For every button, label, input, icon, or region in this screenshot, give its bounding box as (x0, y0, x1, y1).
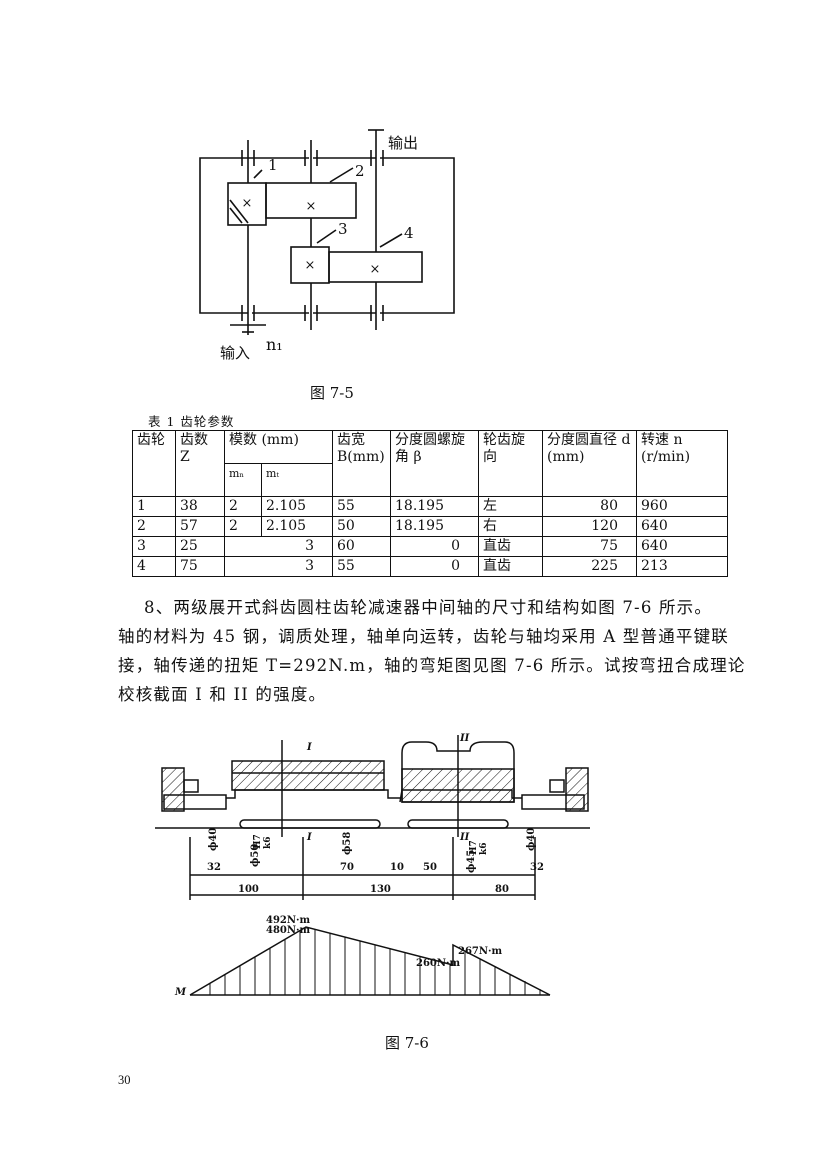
header-diameter: 分度圆直径 d (mm) (542, 430, 637, 497)
figure-7-6-diagram: I I II II ϕ40 ϕ50 H7 k6 ϕ58 ϕ45 H7 k6 ϕ4… (155, 733, 590, 998)
fit-k6-right: k6 (479, 843, 489, 856)
dim-phi58: ϕ58 (342, 832, 353, 855)
header-hand: 轮齿旋向 (478, 430, 543, 497)
page-number: 30 (118, 1073, 131, 1087)
svg-text:×: × (370, 262, 381, 277)
input-label: 输入 (220, 344, 250, 362)
header-speed: 转速 n (r/min) (636, 430, 728, 497)
svg-text:×: × (242, 196, 253, 211)
figure-7-6-caption: 图 7-6 (385, 1034, 429, 1052)
section-I-bottom: I (306, 832, 312, 843)
header-mt: mₜ (261, 463, 333, 497)
fit-k6-left: k6 (263, 837, 273, 850)
moment-480: 480N·m (266, 925, 310, 936)
dim-32-left: 32 (207, 862, 221, 873)
header-module: 模数 (mm) (224, 430, 333, 464)
gear-label-2: 2 (355, 162, 365, 180)
section-II-top: II (459, 733, 470, 744)
gear-label-3: 3 (338, 220, 348, 238)
dim-32-right: 32 (530, 862, 544, 873)
svg-text:×: × (305, 258, 316, 273)
moment-267: 267N·m (458, 946, 502, 957)
moment-492: 492N·m (266, 915, 310, 926)
svg-text:×: × (306, 199, 317, 214)
table-row: 4 75 3 55 0 直齿 225 213 (132, 556, 728, 577)
header-teeth: 齿数 Z (175, 430, 225, 497)
table-row: 3 25 3 60 0 直齿 75 640 (132, 536, 728, 557)
table-row: 1 38 2 2.105 55 18.195 左 80 960 (132, 496, 728, 517)
dim-70: 70 (340, 862, 354, 873)
gear-parameter-table: 齿轮 齿数 Z 模数 (mm) 齿宽 B(mm) 分度圆螺旋角 β 轮齿旋向 分… (132, 430, 728, 577)
fit-h7-left: H7 (253, 834, 263, 849)
section-II-bottom: II (459, 832, 470, 843)
moment-260: 260N·m (416, 958, 460, 969)
header-width: 齿宽 B(mm) (332, 430, 391, 497)
table-row: 2 57 2 2.105 50 18.195 右 120 640 (132, 516, 728, 537)
moment-axis-label: M (174, 987, 187, 998)
dim-phi40-right: ϕ40 (526, 828, 537, 851)
problem-line-1: 8、两级展开式斜齿圆柱齿轮减速器中间轴的尺寸和结构如图 7-6 所示。 (144, 598, 713, 617)
output-label: 输出 (388, 134, 418, 152)
figure-7-5-caption: 图 7-5 (310, 384, 354, 402)
header-mn: mₙ (224, 463, 262, 497)
dim-50: 50 (423, 862, 437, 873)
problem-line-2: 轴的材料为 45 钢，调质处理，轴单向运转，齿轮与轴均采用 A 型普通平键联 (118, 627, 729, 646)
dim-phi45: ϕ45 (466, 850, 477, 873)
header-gear: 齿轮 (132, 430, 176, 497)
section-I-top: I (306, 742, 312, 753)
gear-label-4: 4 (404, 224, 414, 242)
figure-7-5-diagram: × × × × 1 2 3 4 输出 输入 n₁ (199, 129, 455, 362)
dim-phi50: ϕ50 (250, 844, 261, 867)
gear-label-1: 1 (268, 156, 278, 174)
dim-80: 80 (495, 884, 509, 895)
dim-100: 100 (238, 884, 259, 895)
problem-line-3: 接，轴传递的扭矩 T=292N.m，轴的弯矩图见图 7-6 所示。试按弯扭合成理… (118, 656, 746, 675)
dim-phi40-left: ϕ40 (208, 828, 219, 851)
dim-130: 130 (370, 884, 391, 895)
dim-10: 10 (390, 862, 404, 873)
header-helix-angle: 分度圆螺旋角 β (390, 430, 479, 497)
fit-h7-right: H7 (469, 840, 479, 855)
problem-line-4: 校核截面 I 和 II 的强度。 (118, 685, 327, 704)
n1-label: n₁ (266, 335, 283, 354)
table-caption: 表 1 齿轮参数 (148, 414, 235, 429)
